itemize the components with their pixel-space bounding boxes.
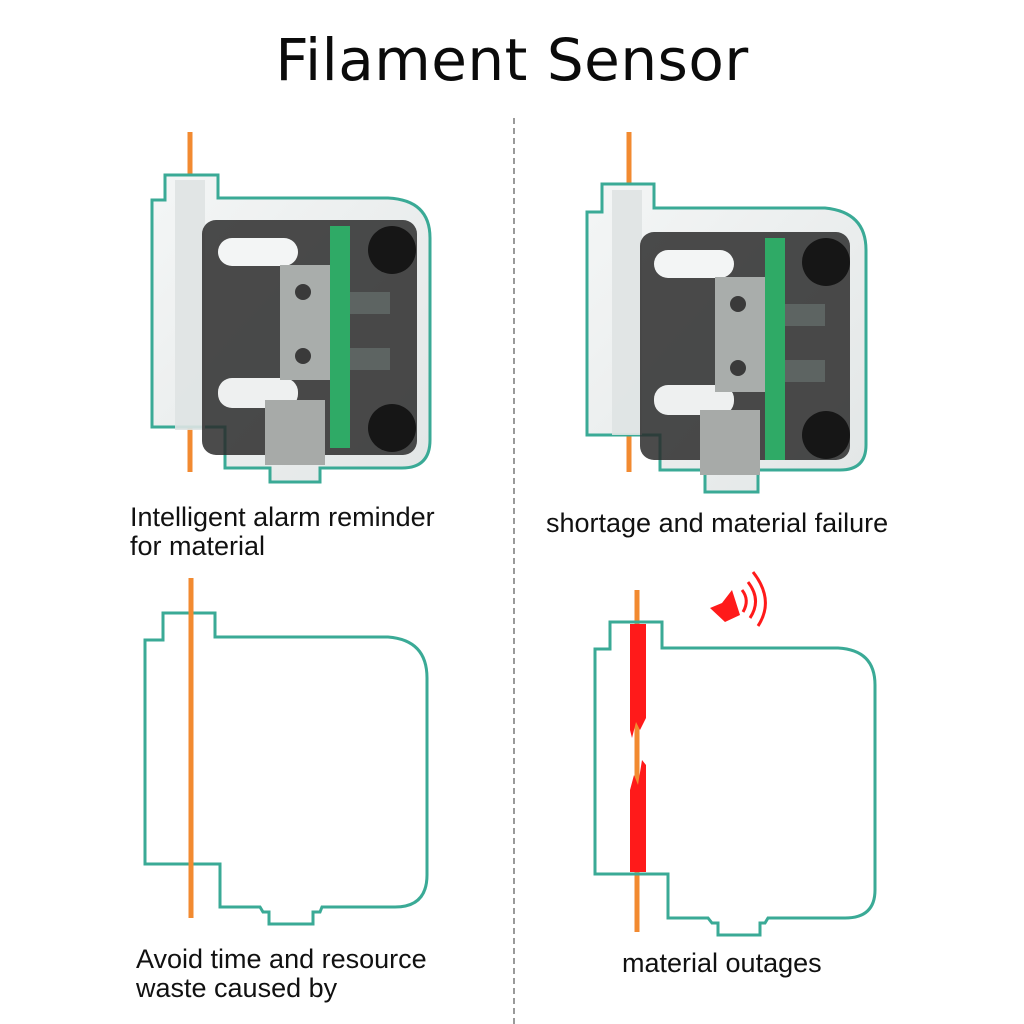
pcb-board (765, 238, 785, 460)
speaker-alarm-icon (710, 571, 767, 627)
sensor-outline (593, 620, 877, 937)
caption-line: waste caused by (136, 973, 338, 1003)
broken-filament-upper (630, 624, 646, 738)
sensor-outline-bottom-left (143, 578, 429, 926)
screw-top (802, 238, 850, 286)
caption-top-right: shortage and material failure (546, 509, 888, 538)
caption-line: material outages (622, 948, 822, 978)
sensor-render-top-left (150, 132, 432, 484)
caption-line: Avoid time and resource (136, 944, 427, 974)
sensor-render-top-right (585, 132, 868, 494)
sensor-outline-bottom-right (593, 571, 877, 937)
caption-top-left: Intelligent alarm reminder for material (130, 503, 435, 561)
center-divider (513, 118, 515, 1024)
caption-line: shortage and material failure (546, 508, 889, 538)
caption-line: for material (130, 531, 266, 561)
pcb-board (330, 226, 350, 448)
screw-bottom (802, 411, 850, 459)
page-title: Filament Sensor (275, 26, 749, 94)
screw-bottom (368, 404, 416, 452)
broken-filament-lower (630, 760, 646, 872)
caption-bottom-right: material outages (622, 949, 822, 978)
sensor-outline (143, 611, 429, 926)
caption-line: Intelligent alarm reminder (130, 502, 435, 532)
screw-top (368, 226, 416, 274)
caption-bottom-left: Avoid time and resource waste caused by (136, 945, 427, 1003)
